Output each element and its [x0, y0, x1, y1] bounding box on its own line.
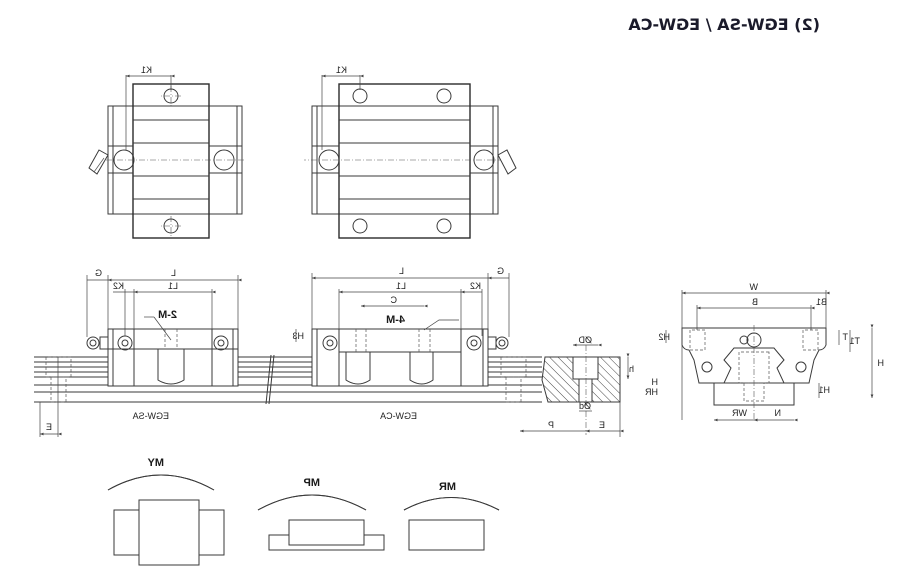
side-view-ca: L G L1 K2 C 4-M H3 EGW-CA: [292, 266, 527, 421]
moment-label-mr: MR: [439, 481, 456, 493]
top-view-sa-block: K1: [88, 65, 244, 239]
side-view-sa: L G L1 K2 2-M EGW-SA E: [39, 268, 242, 437]
moment-view-my: MY: [107, 457, 225, 566]
dim-wr: WR: [732, 408, 747, 418]
dim-e-sa: E: [46, 422, 52, 432]
dim-t1: T1: [849, 336, 860, 346]
dim-l1-sa: L1: [168, 281, 178, 291]
dim-c-ca: C: [390, 295, 397, 305]
dim-e-rail: E: [599, 420, 605, 430]
dim-h-rail: h: [629, 364, 634, 374]
caption-egw-ca: EGW-CA: [380, 411, 417, 421]
dim-hr-label: HR: [645, 387, 658, 397]
dim-g-ca: G: [497, 266, 504, 276]
dim-n: N: [775, 408, 782, 418]
dim-k2-sa: K2: [113, 281, 124, 291]
moment-view-mr: MR: [403, 481, 500, 551]
dim-p-rail: P: [548, 420, 554, 430]
top-view-ca-block: K1: [304, 65, 517, 239]
moment-view-mp: MP: [257, 477, 385, 551]
dim-w: W: [749, 282, 758, 292]
dim-h: H: [878, 358, 885, 368]
dim-l-ca: L: [399, 266, 404, 276]
dim-d-small-rail: Ød: [579, 401, 591, 411]
grease-nipple-icon: [88, 149, 109, 175]
dim-l1-ca: L1: [396, 281, 406, 291]
moment-label-mp: MP: [304, 477, 321, 489]
end-view: W B B1 H2 T T1 H H1 N WR: [658, 282, 885, 422]
grease-nipple-icon: [488, 336, 509, 350]
dim-l-sa: L: [171, 268, 176, 278]
dim-m-sa: 2-M: [158, 309, 177, 321]
grease-nipple-icon: [86, 336, 108, 350]
rail-section: ØD Ød h H HR P E: [520, 335, 658, 437]
dim-k1-ca: K1: [336, 65, 347, 75]
dim-k1-sa: K1: [141, 65, 152, 75]
dim-b1: B1: [816, 297, 827, 307]
caption-egw-sa: EGW-SA: [133, 411, 169, 421]
grease-nipple-icon: [497, 149, 517, 175]
moment-label-my: MY: [147, 457, 164, 469]
dim-b: B: [752, 297, 758, 307]
dim-g-sa: G: [95, 268, 102, 278]
dim-t: T: [842, 332, 848, 342]
dim-h2: H2: [658, 332, 670, 342]
dim-m-ca: 4-M: [386, 314, 405, 326]
dim-h1: H1: [818, 385, 830, 395]
dim-d-rail: ØD: [578, 335, 592, 345]
dim-hr: H: [652, 377, 659, 387]
dim-h3-ca: H3: [292, 331, 304, 341]
dim-k2-ca: K2: [470, 281, 481, 291]
page-title: (2) EGW-SA / EGW-CA: [628, 15, 820, 34]
